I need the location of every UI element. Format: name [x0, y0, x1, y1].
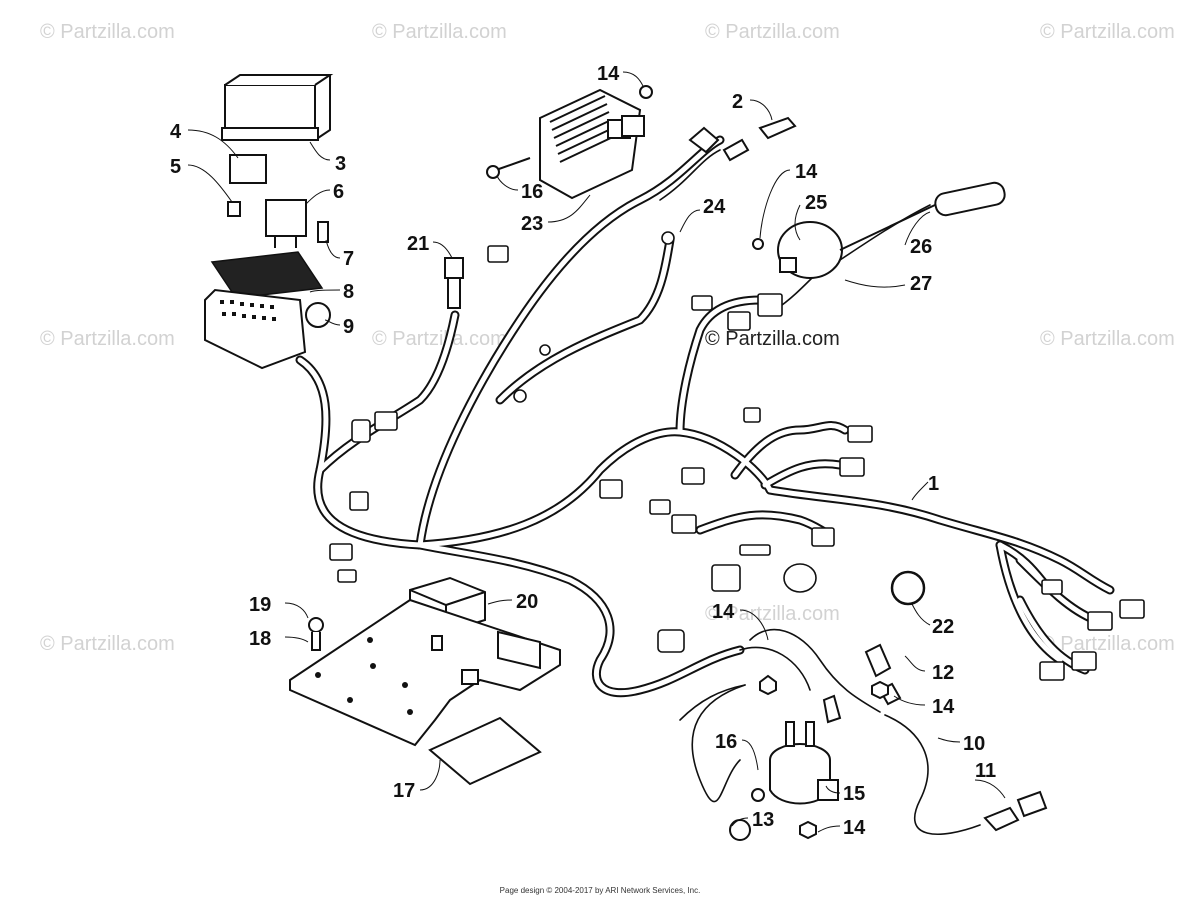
- part-number-19: 19: [249, 594, 271, 616]
- fuse-label-sheet: [210, 251, 324, 299]
- relays-and-fuses: [227, 154, 329, 248]
- clip-22: [890, 570, 926, 606]
- part-number-12: 12: [932, 662, 954, 684]
- clip-ring: [305, 302, 331, 328]
- part-number-8: 8: [343, 281, 354, 303]
- part-number-3: 3: [335, 153, 346, 175]
- sensor-21: [444, 257, 464, 309]
- part-number-9: 9: [343, 316, 354, 338]
- part-number-11: 11: [975, 760, 996, 782]
- watermark-text: © Partzilla.com: [40, 633, 175, 655]
- part-callouts: 1 2 3 4 5 6 7 8 9 10 11 12 13 14 14 14 1…: [170, 63, 996, 839]
- part-number-22: 22: [932, 616, 954, 638]
- battery-cables: [729, 643, 1048, 841]
- fuse-block: [204, 288, 307, 370]
- watermark-text: © Partzilla.com: [1040, 633, 1175, 655]
- part-number-16: 16: [521, 181, 543, 203]
- part-number-17: 17: [393, 780, 415, 802]
- part-number-25: 25: [805, 192, 827, 214]
- voltage-regulator: [486, 85, 653, 200]
- part-number-6: 6: [333, 181, 344, 203]
- part-number-10: 10: [963, 733, 985, 755]
- watermark-text: © Partzilla.com: [705, 328, 840, 350]
- watermark-text: © Partzilla.com: [40, 328, 175, 350]
- part-number-14: 14: [843, 817, 866, 839]
- watermark-text: © Partzilla.com: [705, 21, 840, 43]
- part-number-27: 27: [910, 273, 932, 295]
- mounting-plate: [289, 598, 561, 747]
- part-number-26: 26: [910, 236, 932, 258]
- part-number-15: 15: [843, 783, 865, 805]
- watermark-text: © Partzilla.com: [1040, 328, 1175, 350]
- page-footer: Page design © 2004-2017 by ARI Network S…: [499, 886, 701, 895]
- part-number-14: 14: [597, 63, 620, 85]
- watermark-text: © Partzilla.com: [705, 603, 840, 625]
- harness-connectors: [329, 231, 1145, 681]
- watermark-text: © Partzilla.com: [372, 21, 507, 43]
- harness-wires: [295, 135, 1115, 835]
- part-number-14: 14: [932, 696, 955, 718]
- handlebar-switch: [752, 181, 1006, 279]
- part-number-5: 5: [170, 156, 181, 178]
- part-number-23: 23: [521, 213, 543, 235]
- watermark-text: © Partzilla.com: [40, 21, 175, 43]
- connector-2: [688, 116, 797, 162]
- part-number-18: 18: [249, 628, 271, 650]
- part-number-20: 20: [516, 591, 538, 613]
- part-number-2: 2: [732, 91, 743, 113]
- part-number-13: 13: [752, 809, 774, 831]
- part-number-1: 1: [928, 473, 939, 495]
- part-number-14: 14: [712, 601, 735, 623]
- fuse-box-cover: [221, 74, 334, 141]
- part-number-14: 14: [795, 161, 818, 183]
- watermark-text: © Partzilla.com: [1040, 21, 1175, 43]
- watermark-text: © Partzilla.com: [372, 328, 507, 350]
- part-number-24: 24: [703, 196, 726, 218]
- part-number-4: 4: [170, 121, 182, 143]
- push-rivet: [308, 617, 324, 651]
- part-number-16: 16: [715, 731, 737, 753]
- leader-lines: [187, 71, 1006, 833]
- adhesive-pad: [428, 716, 542, 786]
- part-number-21: 21: [407, 233, 429, 255]
- part-number-7: 7: [343, 248, 354, 270]
- starter-solenoid: [751, 674, 839, 840]
